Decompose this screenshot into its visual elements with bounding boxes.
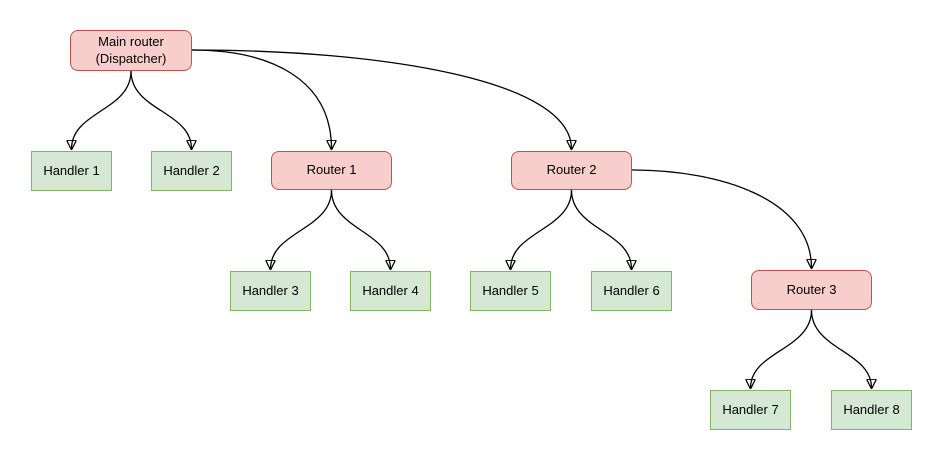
edge-router2-to-handler5 bbox=[511, 189, 573, 269]
node-handler-1: Handler 1 bbox=[31, 151, 112, 191]
edge-router1-to-handler3 bbox=[271, 189, 333, 269]
edge-router2-to-router3 bbox=[631, 169, 812, 268]
edge-main-to-router2 bbox=[191, 49, 572, 149]
edge-main-to-handler1 bbox=[72, 70, 132, 149]
edge-router1-to-handler4 bbox=[330, 189, 391, 269]
node-handler-2: Handler 2 bbox=[151, 151, 232, 191]
edge-main-to-router1 bbox=[191, 49, 332, 149]
node-router-2: Router 2 bbox=[511, 151, 632, 190]
node-handler-6: Handler 6 bbox=[591, 271, 672, 311]
node-handler-4: Handler 4 bbox=[350, 271, 431, 311]
node-handler-7: Handler 7 bbox=[710, 390, 791, 430]
edge-router3-to-handler8 bbox=[810, 309, 872, 388]
node-handler-8: Handler 8 bbox=[831, 390, 912, 430]
node-handler-3: Handler 3 bbox=[230, 271, 311, 311]
node-handler-5: Handler 5 bbox=[470, 271, 551, 311]
node-main-router: Main router (Dispatcher) bbox=[70, 30, 192, 71]
edge-router3-to-handler7 bbox=[751, 309, 813, 388]
node-router-3: Router 3 bbox=[751, 270, 872, 310]
node-router-1: Router 1 bbox=[271, 151, 392, 190]
edge-router2-to-handler6 bbox=[570, 189, 632, 269]
edge-main-to-handler2 bbox=[130, 70, 192, 149]
